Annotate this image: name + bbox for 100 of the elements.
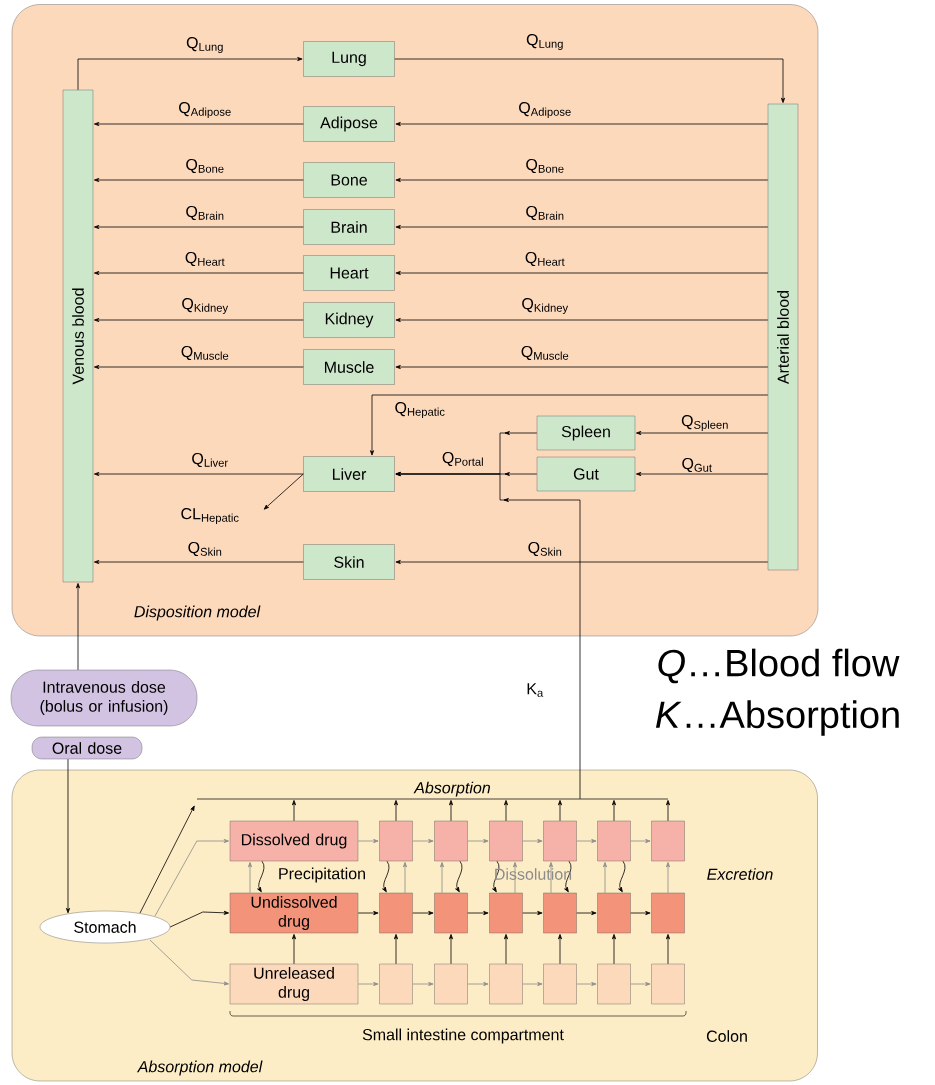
arrow bbox=[449, 934, 453, 965]
arrow bbox=[558, 800, 562, 822]
arrow bbox=[618, 860, 626, 893]
arrow bbox=[395, 318, 769, 322]
compartment-box bbox=[489, 820, 523, 862]
arrow bbox=[370, 394, 769, 456]
arrow bbox=[94, 178, 304, 182]
arrow bbox=[257, 860, 265, 893]
compartment-box bbox=[597, 963, 631, 1005]
arrow bbox=[558, 934, 562, 965]
arrow bbox=[612, 800, 616, 822]
arrow bbox=[666, 862, 670, 894]
arrow bbox=[636, 431, 769, 435]
arrow bbox=[576, 982, 597, 986]
arrow bbox=[576, 911, 597, 915]
dose-box: Oral dose bbox=[31, 736, 143, 760]
region-label: Colon bbox=[706, 1030, 747, 1042]
compartment-box bbox=[651, 963, 685, 1005]
arrow bbox=[395, 122, 769, 127]
arrow bbox=[395, 225, 769, 229]
compartment-box bbox=[543, 892, 577, 934]
arrow bbox=[412, 982, 434, 986]
arrow bbox=[522, 911, 543, 915]
arrow bbox=[666, 934, 670, 965]
arrow bbox=[522, 982, 543, 986]
arrow bbox=[357, 982, 379, 986]
compartment-box: Heart bbox=[303, 255, 395, 291]
compartment-box bbox=[379, 820, 413, 862]
compartment-box bbox=[379, 963, 413, 1005]
arrow bbox=[504, 934, 508, 965]
arrow bbox=[395, 560, 769, 564]
arrow bbox=[357, 911, 379, 915]
arrow bbox=[467, 839, 489, 844]
arrow bbox=[603, 862, 607, 894]
panel-title: Absorption model bbox=[136, 1060, 263, 1076]
arrow bbox=[94, 560, 304, 564]
arrow bbox=[395, 178, 769, 182]
compartment-box: Brain bbox=[303, 209, 395, 245]
compartment-box: Undissolved drug bbox=[229, 892, 359, 934]
compartment-box bbox=[543, 820, 577, 862]
arrow bbox=[630, 982, 651, 986]
compartment-box bbox=[597, 820, 631, 862]
compartment-box: Bone bbox=[303, 162, 395, 198]
arrow bbox=[522, 839, 543, 844]
arrow bbox=[403, 862, 407, 894]
blood-pool-bar: Venous blood bbox=[62, 89, 94, 583]
compartment-box bbox=[434, 963, 468, 1005]
arrow bbox=[467, 911, 489, 915]
compartment-box: Muscle bbox=[303, 349, 395, 385]
arrow bbox=[576, 839, 597, 844]
arrow bbox=[154, 839, 229, 917]
compartment-box bbox=[651, 820, 685, 862]
arrow bbox=[357, 839, 379, 844]
definition-text: K…Absorption bbox=[656, 700, 899, 736]
arrow bbox=[395, 472, 581, 800]
arrow bbox=[412, 839, 434, 844]
dose-box: Intravenous dose (bolus or infusion) bbox=[10, 669, 198, 727]
arrow bbox=[630, 911, 651, 915]
arrow bbox=[394, 800, 398, 822]
arrow bbox=[66, 758, 70, 914]
arrow bbox=[395, 271, 769, 275]
arrow bbox=[504, 800, 508, 822]
arrow bbox=[440, 862, 444, 894]
compartment-box: Liver bbox=[303, 456, 395, 492]
compartment-box: Adipose bbox=[303, 106, 395, 142]
compartment-box: Dissolved drug bbox=[229, 820, 359, 862]
arrow bbox=[666, 800, 670, 822]
arrow bbox=[94, 225, 304, 229]
compartment-box: Spleen bbox=[536, 415, 636, 451]
blood-pool-bar: Arterial blood bbox=[767, 103, 799, 571]
arrow bbox=[76, 583, 80, 671]
arrow bbox=[455, 860, 463, 893]
edge-label: K$_{a}$ bbox=[525, 682, 545, 698]
arrow bbox=[139, 805, 195, 914]
compartment-box bbox=[379, 892, 413, 934]
arrow bbox=[394, 934, 398, 965]
compartment-box bbox=[489, 892, 523, 934]
arrow bbox=[94, 271, 304, 275]
compartment-box bbox=[597, 892, 631, 934]
arrow bbox=[94, 472, 304, 476]
arrow bbox=[94, 122, 304, 127]
arrow bbox=[449, 800, 453, 822]
arrow bbox=[612, 934, 616, 965]
compartment-box bbox=[489, 963, 523, 1005]
arrow bbox=[77, 57, 303, 91]
process-label: Excretion bbox=[707, 868, 773, 880]
compartment-box: Skin bbox=[303, 544, 395, 580]
absorption-line: Absorption bbox=[196, 781, 669, 800]
arrow bbox=[94, 318, 304, 322]
definition-text: Q…Blood flow bbox=[658, 648, 900, 684]
arrow bbox=[292, 800, 296, 822]
arrow bbox=[292, 934, 296, 965]
compartment-box bbox=[434, 892, 468, 934]
arrow bbox=[630, 839, 651, 844]
arrow bbox=[395, 365, 769, 369]
compartment-box bbox=[651, 892, 685, 934]
arrow bbox=[492, 860, 500, 893]
arrow bbox=[94, 365, 304, 369]
process-label: Precipitation bbox=[279, 867, 365, 883]
compartment-box: Gut bbox=[536, 456, 636, 492]
